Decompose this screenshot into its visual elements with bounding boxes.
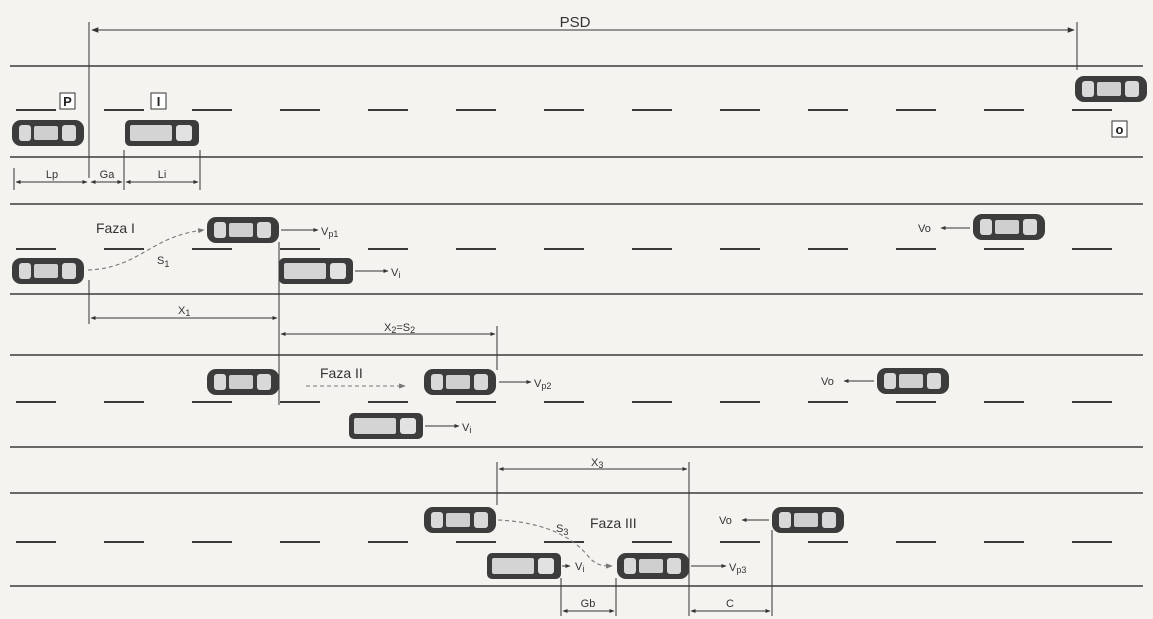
c-label: C <box>726 598 734 610</box>
x2-label: X <box>384 322 392 334</box>
vp1-sub: p1 <box>328 229 338 239</box>
lp-label: Lp <box>46 169 58 181</box>
panel-faza-2: Faza II Vp2 Vi Vo <box>10 354 1143 448</box>
passing-car-start <box>423 506 497 534</box>
s3-label: S <box>556 523 563 535</box>
faza-1-label: Faza I <box>96 220 135 236</box>
svg-text:X2=S2: X2=S2 <box>384 322 415 335</box>
svg-text:Vi: Vi <box>391 267 400 280</box>
vo3-label: Vo <box>719 515 732 527</box>
gb-label: Gb <box>581 598 596 610</box>
vo2-label: Vo <box>821 376 834 388</box>
vp2-label: V <box>534 378 542 390</box>
passing-car-start <box>11 257 85 285</box>
svg-text:S1: S1 <box>157 255 169 269</box>
vp1-label: V <box>321 226 329 238</box>
svg-text:X3: X3 <box>591 457 603 470</box>
s1-label: S <box>157 255 164 267</box>
li-label: Li <box>158 169 167 181</box>
impeding-truck <box>486 552 562 580</box>
impeding-truck <box>124 119 200 147</box>
svg-text:X1: X1 <box>178 305 190 318</box>
psd-dimension: PSD <box>88 14 1078 178</box>
faza-3-label: Faza III <box>590 515 637 531</box>
passing-car-end <box>206 216 280 244</box>
svg-text:Vp3: Vp3 <box>729 562 746 575</box>
vi1-label: V <box>391 267 399 279</box>
passing-car-end <box>423 368 497 396</box>
opposing-car <box>876 367 950 395</box>
impeding-truck <box>348 412 424 440</box>
x3-label: X <box>591 457 599 469</box>
s1-sub: 1 <box>164 259 169 269</box>
x3-sub: 3 <box>598 460 603 470</box>
psd-label: PSD <box>560 14 591 31</box>
svg-text:Vi: Vi <box>462 422 471 435</box>
x2-sub: 2 <box>391 325 396 335</box>
faza-2-label: Faza II <box>320 365 363 381</box>
panel-initial: P I o Lp Ga Li <box>10 65 1148 190</box>
passing-car-start <box>206 368 280 396</box>
x1-sub: 1 <box>185 308 190 318</box>
vp2-sub: p2 <box>541 381 551 391</box>
i-box-label: I <box>157 94 161 109</box>
opposing-car <box>1074 75 1148 103</box>
passing-car-end <box>616 552 690 580</box>
x2-eq-sub: 2 <box>410 325 415 335</box>
impeding-truck <box>278 257 354 285</box>
p-box-label: P <box>63 94 72 109</box>
vp3-label: V <box>729 562 737 574</box>
panel-faza-3: X3 S3 Faza III Vi Vp3 Vo Gb C <box>10 457 1143 616</box>
ga-label: Ga <box>100 169 116 181</box>
svg-text:Vi: Vi <box>575 561 584 574</box>
vi3-sub: i <box>582 564 584 574</box>
panel-faza-1: Faza I S1 Vp1 Vi Vo X1 X2=S2 <box>10 203 1143 405</box>
svg-text:Vp2: Vp2 <box>534 378 551 391</box>
vp3-sub: p3 <box>736 565 746 575</box>
svg-text:S3: S3 <box>556 523 568 537</box>
vi2-sub: i <box>469 425 471 435</box>
opposing-car <box>771 506 845 534</box>
s3-sub: 3 <box>563 527 568 537</box>
x2-eq: =S <box>396 322 410 334</box>
vi2-label: V <box>462 422 470 434</box>
o-box-label: o <box>1116 122 1124 137</box>
vi1-sub: i <box>398 270 400 280</box>
vo1-label: Vo <box>918 223 931 235</box>
svg-text:Vp1: Vp1 <box>321 226 338 239</box>
passing-car <box>11 119 85 147</box>
opposing-car <box>972 213 1046 241</box>
vi3-label: V <box>575 561 583 573</box>
x1-label: X <box>178 305 186 317</box>
